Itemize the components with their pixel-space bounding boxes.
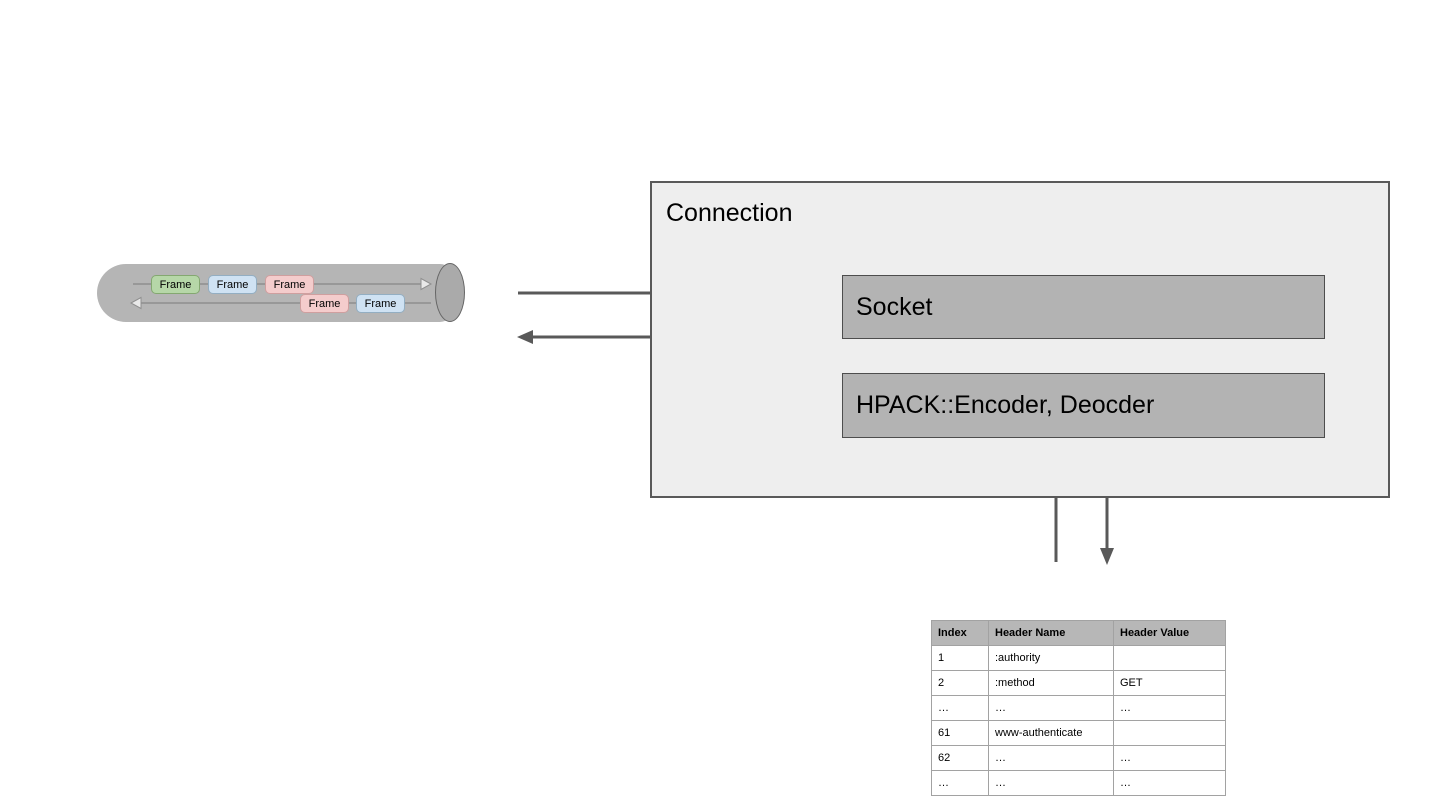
connection-box: Connection Socket HPACK::Encoder, Deocde… bbox=[650, 181, 1390, 498]
cell-header-value: … bbox=[1113, 770, 1226, 796]
table-row: 61 www-authenticate bbox=[931, 720, 1226, 746]
table-header-index: Index bbox=[931, 620, 989, 646]
cell-index: … bbox=[931, 770, 989, 796]
table-row: 62 … … bbox=[931, 745, 1226, 771]
table-row: 2 :method GET bbox=[931, 670, 1226, 696]
cell-index: 61 bbox=[931, 720, 989, 746]
cell-index: … bbox=[931, 695, 989, 721]
arrowhead-left-icon bbox=[517, 330, 533, 344]
cell-index: 1 bbox=[931, 645, 989, 671]
cell-header-value: GET bbox=[1113, 670, 1226, 696]
cell-header-name: … bbox=[988, 695, 1114, 721]
cell-index: 62 bbox=[931, 745, 989, 771]
table-row: 1 :authority bbox=[931, 645, 1226, 671]
table-row: … … … bbox=[931, 695, 1226, 721]
cell-header-value: … bbox=[1113, 745, 1226, 771]
hpack-label: HPACK::Encoder, Deocder bbox=[856, 391, 1155, 419]
table-header-row: Index Header Name Header Value bbox=[931, 620, 1226, 646]
hpack-static-table: Index Header Name Header Value 1 :author… bbox=[931, 620, 1226, 796]
cell-header-name: www-authenticate bbox=[988, 720, 1114, 746]
cell-header-name: :authority bbox=[988, 645, 1114, 671]
table-header-name: Header Name bbox=[988, 620, 1114, 646]
cell-header-value bbox=[1113, 645, 1226, 671]
cell-index: 2 bbox=[931, 670, 989, 696]
hpack-encoder-decoder-box: HPACK::Encoder, Deocder bbox=[842, 373, 1325, 438]
socket-label: Socket bbox=[856, 292, 933, 321]
cell-header-name: :method bbox=[988, 670, 1114, 696]
frame-chip-green: Frame bbox=[151, 275, 200, 294]
arrowhead-down-icon bbox=[1100, 548, 1114, 565]
connection-title: Connection bbox=[666, 199, 793, 227]
socket-box: Socket bbox=[842, 275, 1325, 339]
pipe-end-ellipse bbox=[435, 263, 465, 322]
frame-chip-blue-bottom: Frame bbox=[356, 294, 405, 313]
frame-chip-blue-top: Frame bbox=[208, 275, 257, 294]
cell-header-value: … bbox=[1113, 695, 1226, 721]
cell-header-name: … bbox=[988, 745, 1114, 771]
cell-header-value bbox=[1113, 720, 1226, 746]
frame-chip-pink-top: Frame bbox=[265, 275, 314, 294]
frame-chip-pink-bottom: Frame bbox=[300, 294, 349, 313]
table-header-value: Header Value bbox=[1113, 620, 1226, 646]
table-row: … … … bbox=[931, 770, 1226, 796]
cell-header-name: … bbox=[988, 770, 1114, 796]
